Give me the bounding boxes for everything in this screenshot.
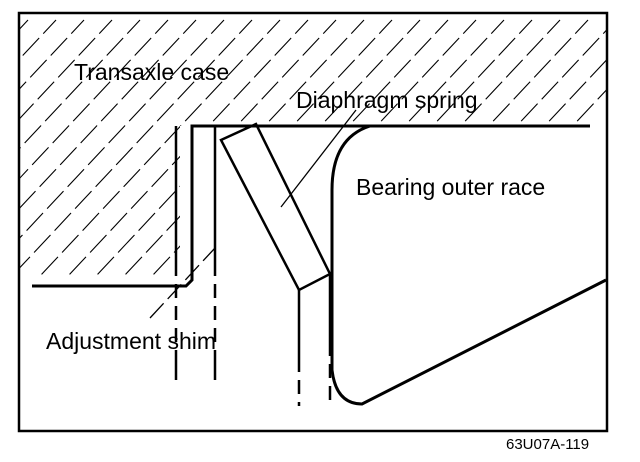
figure-frame bbox=[17, 11, 609, 433]
diaphragm-spring-label: Diaphragm spring bbox=[296, 87, 478, 113]
shim-leader-line bbox=[149, 247, 216, 319]
bearing-outer-race bbox=[330, 124, 607, 406]
case-boundary bbox=[32, 124, 590, 288]
diaphragm-spring bbox=[219, 122, 332, 292]
figure-code: 63U07A-119 bbox=[506, 436, 590, 453]
bearing-outer-race-label: Bearing outer race bbox=[356, 174, 546, 200]
transaxle-case-label: Transaxle case bbox=[74, 59, 230, 85]
spring-leader-line bbox=[280, 109, 357, 208]
spring-lower-wall bbox=[297, 274, 332, 406]
adjustment-shim-label: Adjustment shim bbox=[46, 328, 217, 354]
